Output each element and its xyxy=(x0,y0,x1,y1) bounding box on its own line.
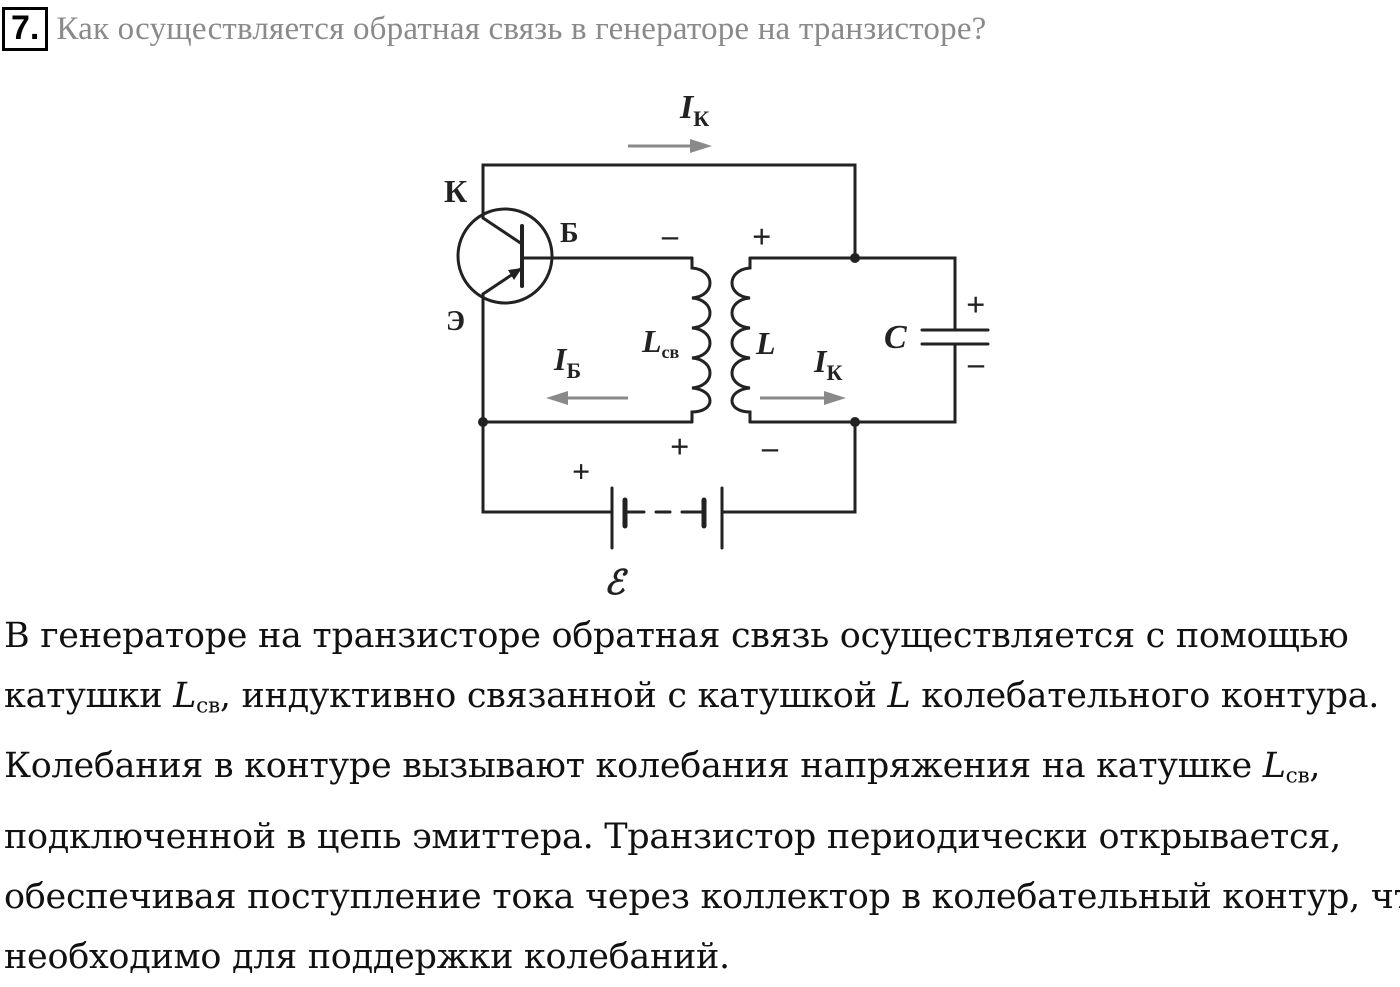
question-text: Как осуществляется обратная связь в гене… xyxy=(56,10,987,47)
label-coil-feedback: Lсв xyxy=(641,323,680,362)
label-base: Б xyxy=(560,218,579,249)
answer-line: Колебания в контуре вызывают колебания н… xyxy=(4,746,1321,789)
label-emitter: Э xyxy=(446,306,465,337)
wire-battery-right xyxy=(720,420,857,514)
question-header: 7. Как осуществляется обратная связь в г… xyxy=(2,6,987,52)
label-minus-cap: – xyxy=(967,345,985,381)
label-current-collector-loop: IК xyxy=(813,343,842,385)
label-collector: К xyxy=(444,173,467,209)
wire-loop-top xyxy=(748,256,957,332)
junction-dot xyxy=(478,417,488,427)
label-capacitor: C xyxy=(884,319,907,356)
answer-line: катушки Lсв, индуктивно связанной с кату… xyxy=(4,676,1380,719)
answer-line: обеспечивая поступление тока через колле… xyxy=(4,876,1400,917)
label-minus-base: – xyxy=(661,217,679,253)
junction-dot xyxy=(850,253,860,263)
emitter-arrow xyxy=(508,268,522,280)
answer-text: В генераторе на транзисторе обратная свя… xyxy=(4,606,1400,987)
coil-feedback xyxy=(690,256,712,424)
label-emf: ℰ xyxy=(604,565,629,602)
answer-line: необходимо для поддержки колебаний. xyxy=(4,936,730,977)
transistor-circle xyxy=(456,207,554,305)
label-plus-main-top: + xyxy=(752,219,771,256)
coil-main xyxy=(730,256,752,424)
symbol-l: L xyxy=(887,676,911,716)
label-plus-battery: + xyxy=(572,453,590,489)
label-current-collector-top: IК xyxy=(679,89,709,131)
answer-line: В генераторе на транзисторе обратная свя… xyxy=(4,616,1349,656)
question-number: 7. xyxy=(2,7,49,51)
symbol-lsv: Lсв xyxy=(173,676,220,719)
wire-loop-bottom xyxy=(748,342,957,424)
junction-dot xyxy=(850,417,860,427)
symbol-lsv: Lсв xyxy=(1262,746,1310,789)
circuit-diagram: К Б Э IК IБ IК Lсв L C – + + – + – + ℰ xyxy=(444,89,990,602)
answer-line: подключенной в цепь эмиттера. Транзистор… xyxy=(4,816,1341,857)
label-plus-cap: + xyxy=(966,287,985,324)
wire-battery-left xyxy=(481,420,614,514)
label-coil-main: L xyxy=(755,325,776,361)
label-plus-bottom-left: + xyxy=(670,429,689,466)
label-current-base: IБ xyxy=(553,341,581,383)
label-minus-bottom-right: – xyxy=(761,429,779,465)
wire-collector-top xyxy=(481,163,857,260)
